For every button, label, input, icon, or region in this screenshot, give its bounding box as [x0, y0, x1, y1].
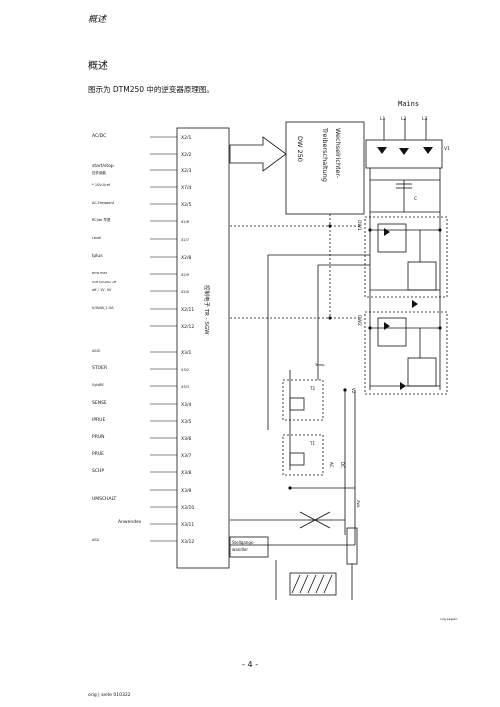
- pin-label: X3/7: [181, 453, 191, 459]
- phase-label: L3: [422, 116, 428, 122]
- t1-label: T1: [309, 441, 315, 446]
- pin-label: X3/2: [181, 368, 189, 372]
- signal-label: STOER: [92, 365, 107, 371]
- signal-label: SylsBE: [92, 383, 104, 387]
- signal-label: start/stop: [92, 163, 114, 169]
- signal-label: off / 1V, 0V: [92, 288, 112, 292]
- transformer-label: ZWL: [356, 500, 360, 508]
- pin-label: X2/2: [181, 152, 191, 158]
- temp-label: Temp.: [314, 363, 325, 367]
- pin-label: X3/5: [181, 419, 191, 425]
- signal-label: UMSCHALT: [92, 496, 117, 502]
- signal-label: Ir/ISAB_1,5A: [92, 306, 114, 310]
- header-section: 概述: [88, 15, 107, 25]
- pin-label: X2/11: [181, 307, 194, 313]
- v1-label: V1: [444, 146, 450, 152]
- dw1-module: [364, 216, 448, 298]
- pin-label: X2/3: [181, 168, 191, 174]
- ac-label: AC: [329, 462, 334, 468]
- pin-label: X2/0: [181, 290, 189, 294]
- sensor-label-2: wandler: [232, 547, 248, 552]
- mains-label: Mains: [398, 100, 419, 108]
- dw2-module: [364, 311, 448, 395]
- t2-module: [282, 379, 324, 421]
- phase-label: L1: [380, 116, 386, 122]
- pin-label: X2/8: [181, 255, 191, 261]
- signal-label: Iplus: [92, 253, 103, 259]
- page-number: - 4 -: [242, 660, 258, 669]
- pin-label: X3/4: [181, 402, 191, 408]
- dc-label: DC: [340, 462, 345, 468]
- t2-label: T2: [309, 386, 315, 391]
- workpiece: [289, 572, 337, 596]
- sensor-label-1: Stellgangs-: [232, 540, 255, 545]
- rectifier-v1: [365, 139, 443, 169]
- figure-caption: 图示为 DTM250 中的逆变器原理图。: [88, 85, 214, 94]
- signal-label: erro mar: [92, 271, 108, 275]
- signal-label: SENSE: [92, 400, 107, 406]
- v2-label: V2: [351, 388, 356, 394]
- driver-box: [285, 121, 365, 215]
- control-board: [176, 127, 230, 569]
- pin-label: X2/12: [181, 324, 194, 330]
- welding-transformer: [346, 527, 358, 565]
- control-board-label: 控制电子 TR - SGW: [203, 285, 211, 335]
- signal-sublabel: Soft Schalter off: [92, 280, 117, 284]
- dw1-label: DW1: [356, 220, 362, 231]
- signal-label: Level: [92, 236, 101, 240]
- pin-label: X2/5: [181, 202, 191, 208]
- page-title: 概述: [88, 61, 108, 72]
- signal-label: * 10V-Uref: [92, 183, 111, 187]
- pin-label: X2/6: [181, 220, 189, 224]
- footer-text: orig | seite 010322: [88, 693, 131, 698]
- driver-label-1: Wechselrichter-: [334, 128, 342, 179]
- dw2-label: DW2: [356, 315, 362, 326]
- phase-label: L2: [401, 116, 407, 122]
- driver-label-3: DW 250: [296, 136, 304, 162]
- signal-label: ASU: [92, 538, 100, 542]
- signal-label: AC-Freqwent: [92, 201, 115, 205]
- signal-arrow: [229, 136, 287, 172]
- pin-label: X2/9: [181, 273, 189, 277]
- signal-label: ASIO: [92, 349, 101, 353]
- signal-label: SCHP: [92, 468, 104, 474]
- signal-label: PRUE: [92, 451, 104, 457]
- pin-label: X3/12: [181, 539, 194, 545]
- signal-label: RC/de 早退: [92, 217, 111, 222]
- pin-label: X2/7: [181, 238, 189, 242]
- signal-label: Anwendes: [118, 519, 142, 525]
- pin-label: X3/8: [181, 470, 191, 476]
- capacitor-label: C: [414, 196, 417, 202]
- pin-label: X3/6: [181, 436, 191, 442]
- corner-note: orig.Lagebl.: [440, 617, 458, 621]
- pin-label: X3/9: [181, 488, 191, 494]
- pin-label: X2/1: [181, 135, 191, 141]
- pin-label: X3/11: [181, 522, 194, 528]
- t1-module: [282, 434, 324, 476]
- pin-label: X3/1: [181, 350, 191, 356]
- driver-label-2: Treiberschaltung: [321, 127, 329, 182]
- current-sensor: [229, 536, 269, 558]
- signal-label: PRUN: [92, 434, 105, 440]
- signal-label: IPRUE: [92, 417, 105, 423]
- pin-label: X3/3: [181, 385, 189, 389]
- pin-label: X7/4: [181, 185, 191, 191]
- pin-label: X3/10: [181, 505, 194, 511]
- signal-sublabel: 控件使能: [92, 170, 106, 175]
- signal-label: AC/DC: [92, 133, 106, 139]
